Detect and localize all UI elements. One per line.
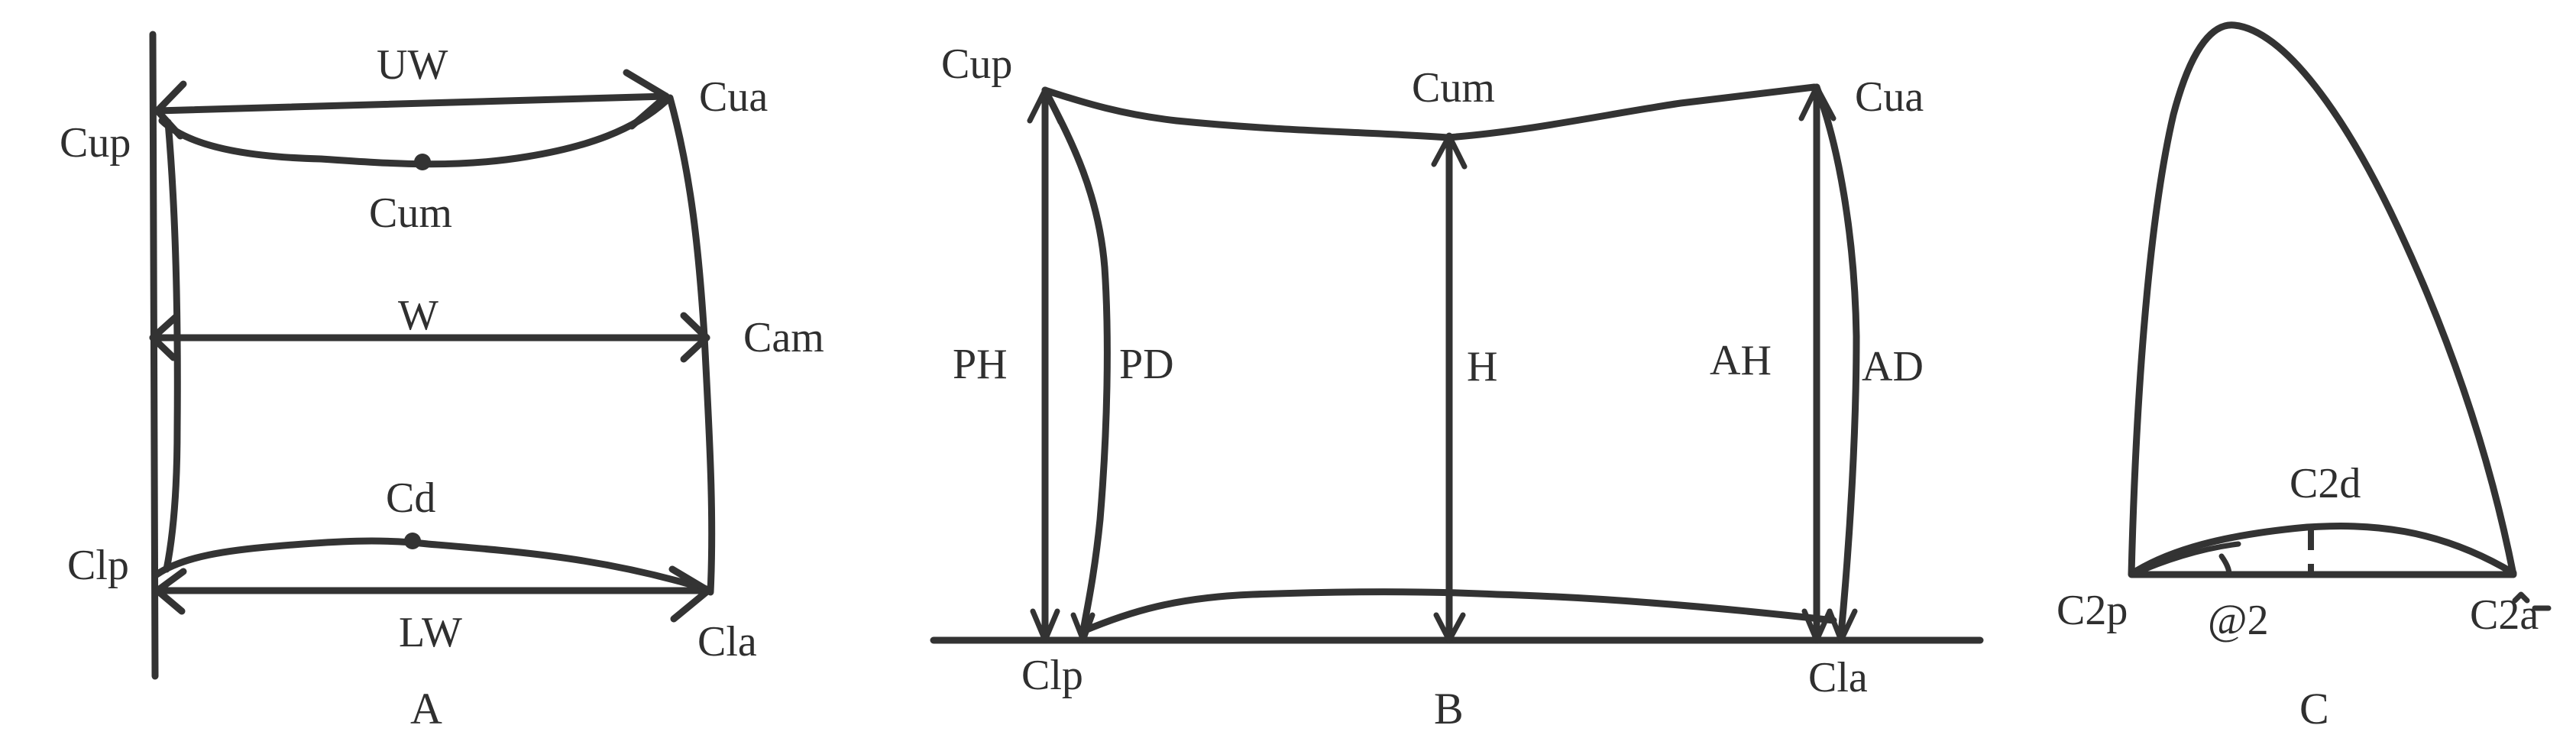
panel-a-right-boundary xyxy=(666,94,716,596)
label-clp-a: Clp xyxy=(67,542,129,589)
camber-line-upper xyxy=(2129,523,2517,577)
c2a-hat-mark xyxy=(2512,591,2530,604)
caption-b: B xyxy=(1434,684,1464,731)
h-arrow-head xyxy=(1431,133,1468,170)
camber-line-lower xyxy=(2130,541,2241,578)
caption-c: C xyxy=(2299,684,2329,731)
label-lw: LW xyxy=(399,609,462,656)
label-cum-b: Cum xyxy=(1412,64,1495,112)
angle-arc xyxy=(2218,553,2232,578)
panel-a-left-boundary xyxy=(163,118,181,573)
label-cd: Cd xyxy=(386,474,435,522)
w-arrow-head-left xyxy=(149,313,180,361)
ah-arrow-foot xyxy=(1801,608,1833,643)
label-cum-a: Cum xyxy=(369,189,452,237)
ad-arrow-foot xyxy=(1827,608,1858,643)
h-arrow-foot xyxy=(1433,612,1466,643)
label-c2d: C2d xyxy=(2290,460,2361,507)
label-cup-a: Cup xyxy=(60,119,131,167)
panel-a-axis xyxy=(149,31,159,680)
cum-point xyxy=(414,154,431,170)
panel-b: Cup Cum Cua PH PD H AH AD Clp Cla B xyxy=(930,40,1984,733)
label-ph: PH xyxy=(953,341,1008,388)
caption-a: A xyxy=(410,684,442,731)
pd-curve xyxy=(1041,86,1111,635)
lw-arrow-head-right xyxy=(668,565,712,623)
label-pd: PD xyxy=(1119,341,1174,388)
label-cup-b: Cup xyxy=(941,40,1012,88)
pd-arrow-foot xyxy=(1070,612,1095,643)
panel-c: C2d C2p @2 C2a C xyxy=(2057,21,2552,733)
label-ah: AH xyxy=(1710,337,1772,384)
label-cam: Cam xyxy=(743,314,824,361)
bottom-curve xyxy=(1079,588,1837,635)
w-arrow-head-right xyxy=(680,312,710,363)
uw-arrow xyxy=(154,92,670,115)
airfoil-outline xyxy=(2128,21,2517,578)
ad-curve xyxy=(1813,83,1860,638)
label-c2p: C2p xyxy=(2057,587,2128,634)
label-cua-b: Cua xyxy=(1855,73,1924,121)
label-h: H xyxy=(1467,343,1497,390)
label-w: W xyxy=(398,292,439,339)
cd-curve xyxy=(153,537,713,594)
label-clp-b: Clp xyxy=(1021,652,1083,699)
label-uw: UW xyxy=(377,41,448,89)
label-cua-a: Cua xyxy=(699,73,768,121)
label-angle: @2 xyxy=(2208,597,2269,644)
lw-arrow-head-left xyxy=(154,568,187,615)
label-ad: AD xyxy=(1862,343,1924,390)
label-cla-a: Cla xyxy=(697,618,757,665)
panel-a: UW Cup Cua Cum W Cam Cd Clp LW Cla A xyxy=(60,31,824,733)
cd-point xyxy=(404,533,421,549)
ph-arrow-foot xyxy=(1030,608,1060,643)
label-cla-b: Cla xyxy=(1808,654,1868,701)
